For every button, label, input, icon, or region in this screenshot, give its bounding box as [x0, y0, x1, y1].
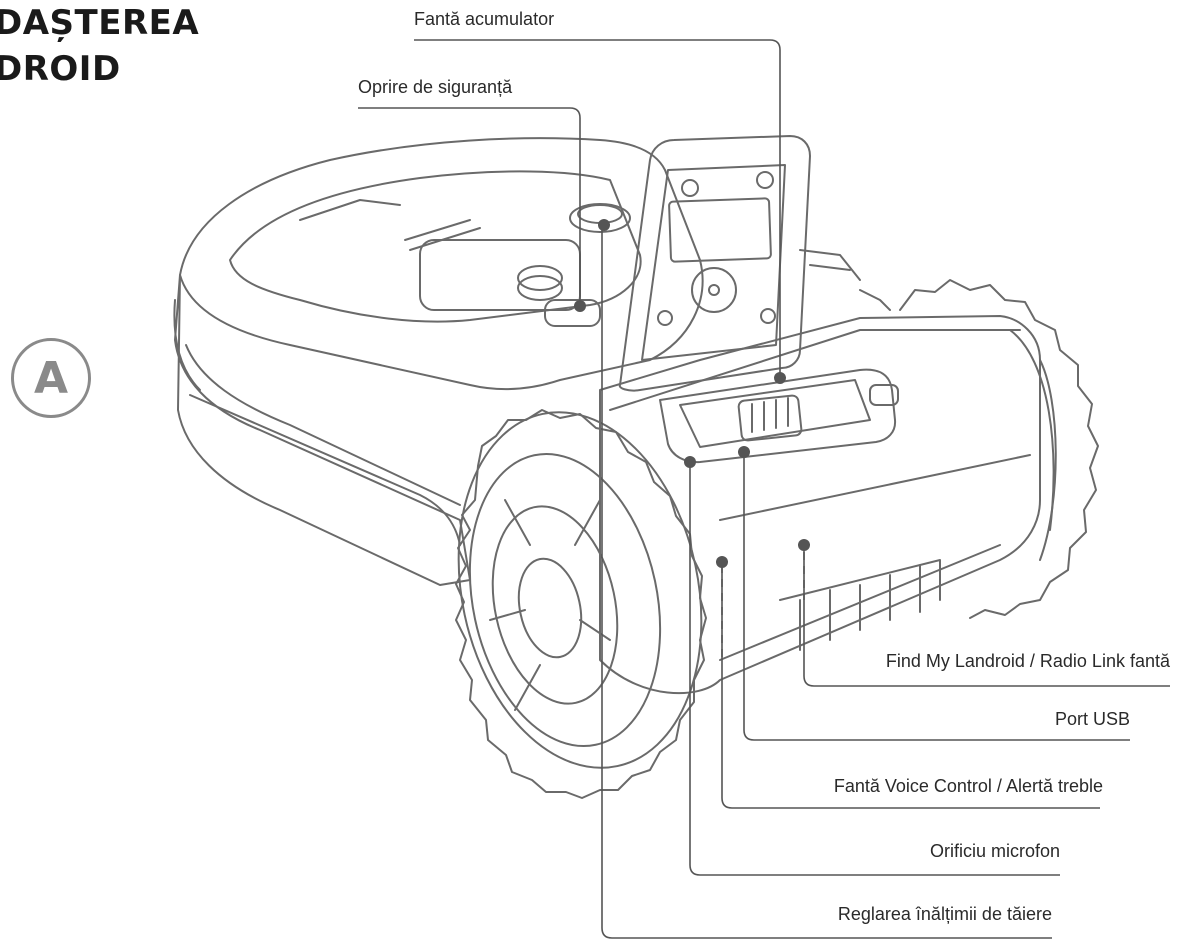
mower-bumper — [173, 299, 461, 546]
label-voice-control: Fantă Voice Control / Alertă treble — [833, 776, 1103, 796]
mower-skirt-band — [185, 344, 461, 506]
mower-illustration — [173, 135, 1099, 799]
title-line-1: DAȘTEREA — [0, 3, 200, 43]
callout-line-usb — [743, 452, 1130, 741]
page-title: DAȘTEREA DROID — [0, 0, 199, 92]
callout-line-safety-stop — [358, 107, 581, 306]
title-line-2: DROID — [0, 49, 121, 89]
mower-shell-inner — [229, 170, 642, 323]
front-wheel — [455, 409, 707, 799]
label-find-my-landroid: Find My Landroid / Radio Link fantă — [885, 651, 1170, 671]
label-microphone: Orificiu microfon — [929, 841, 1060, 861]
label-safety-stop: Oprire de siguranță — [358, 77, 513, 97]
callout-line-microphone — [689, 462, 1060, 876]
label-cut-height: Reglarea înălțimii de tăiere — [837, 904, 1052, 924]
dot-battery-slot — [774, 372, 786, 384]
rear-wheel — [899, 279, 1099, 619]
label-usb-port: Port USB — [1054, 709, 1130, 729]
battery-connector — [737, 394, 803, 442]
callout-dots — [574, 219, 810, 568]
callout-line-voice — [721, 562, 1100, 809]
battery-lid — [618, 135, 811, 392]
label-battery-slot: Fantă acumulator — [414, 9, 555, 29]
start-button — [544, 299, 601, 327]
callout-lines — [358, 39, 1170, 939]
callout-line-battery-slot — [414, 39, 781, 378]
control-knob — [517, 275, 563, 301]
dot-safety-stop — [574, 300, 586, 312]
section-badge: A — [11, 338, 91, 418]
dot-cut-height — [598, 219, 610, 231]
mower-shell — [179, 137, 704, 391]
mower-rear-body — [599, 315, 1041, 695]
callout-line-find-my — [803, 545, 1170, 687]
battery-compartment — [659, 368, 897, 464]
dot-voice — [716, 556, 728, 568]
dot-find-my — [798, 539, 810, 551]
dot-usb — [738, 446, 750, 458]
callout-line-cut-height — [601, 225, 1052, 939]
dot-microphone — [684, 456, 696, 468]
